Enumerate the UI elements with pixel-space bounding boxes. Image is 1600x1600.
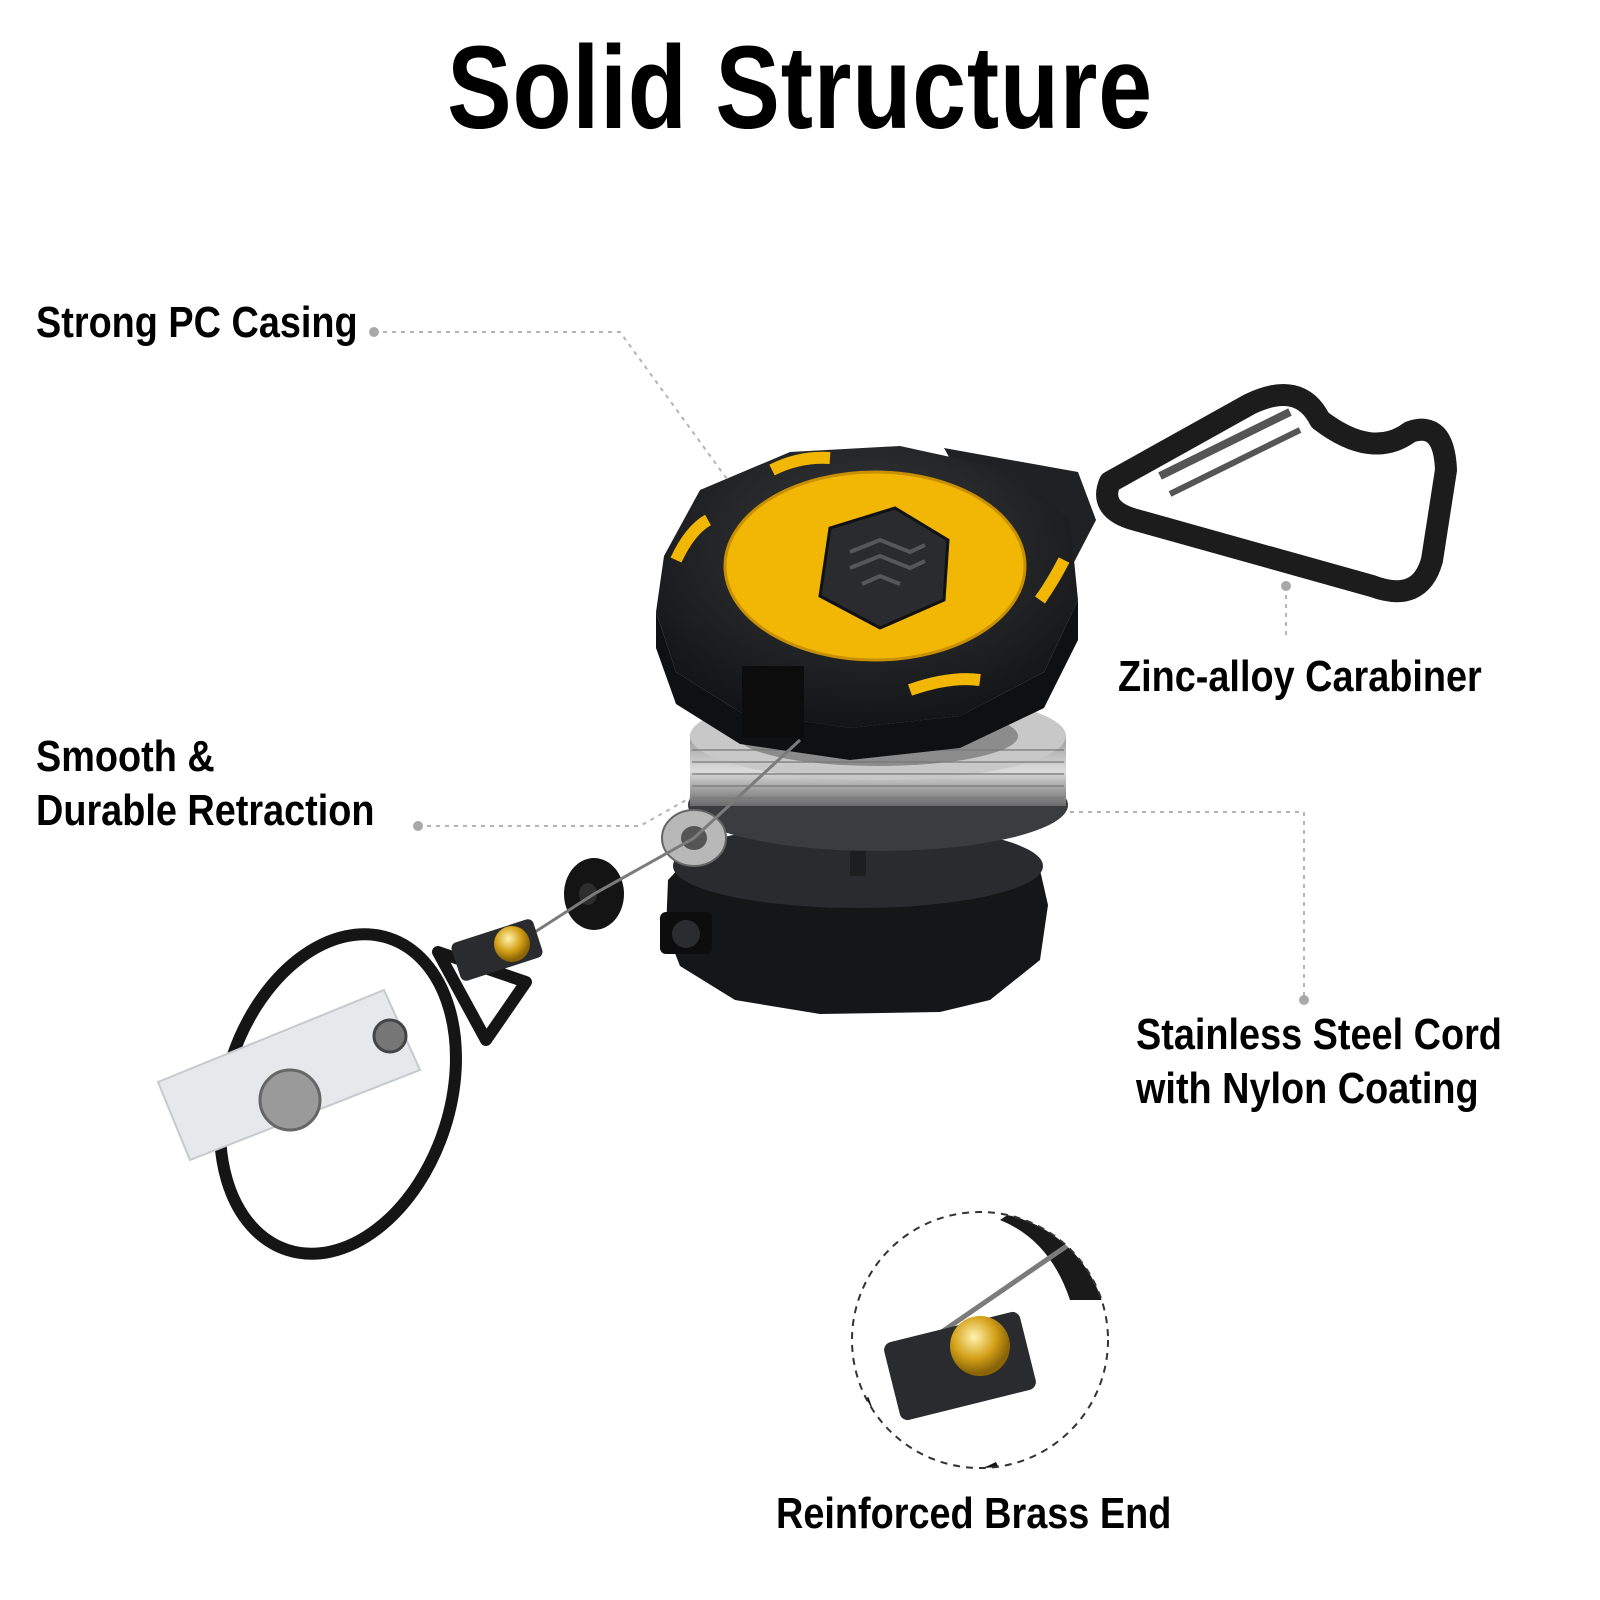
label-stainless-steel-cord: Stainless Steel Cord with Nylon Coating: [1136, 1008, 1502, 1115]
label-smooth-durable-retraction: Smooth & Durable Retraction: [36, 730, 375, 837]
cord-line-1: Stainless Steel Cord: [1136, 1010, 1502, 1059]
base-housing: [660, 800, 1048, 1014]
leader-casing: [374, 331, 736, 491]
badge-strap: [156, 988, 422, 1162]
cord-line-2: with Nylon Coating: [1136, 1063, 1479, 1113]
pc-casing: [656, 446, 1096, 760]
leader-dots: [369, 327, 1309, 1005]
carabiner: [1096, 384, 1457, 603]
label-zinc-alloy-carabiner: Zinc-alloy Carabiner: [1118, 652, 1482, 701]
steel-cord: [509, 738, 802, 950]
brass-end: [494, 926, 530, 962]
leader-cord: [935, 811, 1305, 1000]
page-title: Solid Structure: [447, 22, 1153, 154]
label-reinforced-brass-end: Reinforced Brass End: [776, 1489, 1172, 1538]
retraction-line-1: Smooth &: [36, 732, 215, 781]
label-strong-pc-casing: Strong PC Casing: [36, 298, 358, 347]
brass-end-zoom-circle: [851, 1211, 1109, 1469]
retraction-line-2: Durable Retraction: [36, 785, 375, 835]
